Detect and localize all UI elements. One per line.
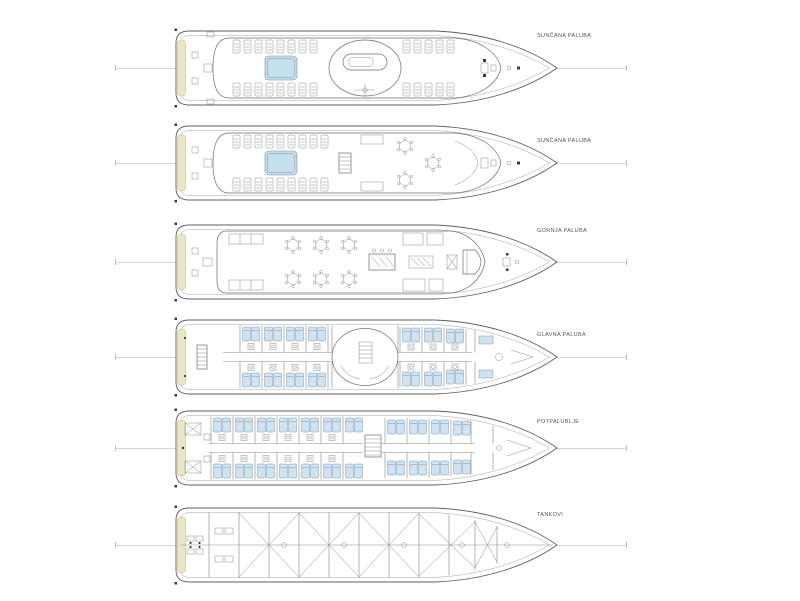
manholes	[281, 542, 510, 548]
stern-machinery	[181, 422, 211, 474]
superstructure	[212, 132, 502, 194]
deck-plan-tanks	[174, 505, 558, 585]
cabin-partitions	[239, 325, 476, 389]
wheel-console	[462, 249, 482, 275]
bow-gear	[480, 157, 520, 169]
bar-counter	[368, 248, 396, 271]
tank-cross-bracing	[238, 512, 498, 578]
stern-pad	[177, 419, 186, 477]
stern-pumps	[186, 527, 234, 563]
stern-deck-gear	[191, 51, 213, 85]
deck-label: GORNJA PALUBA	[537, 228, 587, 234]
deck-row-main-deck: GLAVNA PALUBA	[0, 312, 800, 402]
deck-label: TANKOVI	[537, 512, 564, 518]
corridor	[223, 352, 472, 362]
stern-pad	[177, 134, 186, 192]
pool	[264, 150, 298, 176]
deck-label: POTPALUBLJE	[537, 419, 580, 425]
stairwell	[364, 434, 382, 458]
pump-dots	[189, 541, 201, 549]
deck-plan-main-deck	[174, 317, 558, 397]
galley	[402, 232, 458, 292]
deck-plan-sun-deck	[174, 123, 558, 203]
stern-pad	[177, 328, 186, 386]
deck-row-sun-deck: SUNČANA PALUBA	[0, 118, 800, 208]
bow-store	[496, 439, 532, 457]
corridor	[209, 443, 475, 453]
bow-gear	[480, 59, 520, 77]
tank-bulkheads	[208, 512, 498, 578]
settees	[228, 233, 264, 291]
cabin-bathrooms	[218, 434, 336, 462]
deck-row-sun-deck-top: SUNČANA PALUBA	[0, 23, 800, 113]
stern-deck-gear	[191, 247, 213, 277]
cabin-partitions	[210, 416, 494, 480]
side-stairs	[206, 31, 215, 105]
deck-label: GLAVNA PALUBA	[537, 332, 586, 338]
bow-gear	[502, 253, 520, 271]
deckhouse	[216, 230, 486, 294]
pool	[264, 55, 298, 81]
stern-pad	[177, 233, 186, 291]
central-lobby	[331, 328, 399, 386]
deck-plan-lower-deck	[174, 408, 558, 488]
sofa	[454, 140, 479, 186]
deck-row-lower-deck: POTPALUBLJE	[0, 403, 800, 493]
deck-label: SUNČANA PALUBA	[537, 33, 592, 39]
tender-boat	[342, 53, 388, 71]
tender-platform	[328, 39, 402, 97]
stern-pad	[177, 39, 186, 97]
cabin-bathrooms	[247, 343, 459, 371]
stairwell	[338, 152, 352, 174]
stern-stair	[183, 336, 208, 378]
crane-mast	[355, 84, 375, 96]
deck-plan-sun-deck-top	[174, 28, 558, 108]
deck-label: SUNČANA PALUBA	[537, 138, 592, 144]
deck-plan-upper-deck	[174, 222, 558, 302]
galley-counters	[360, 134, 384, 192]
crew-bow-area	[478, 335, 534, 379]
deck-row-upper-deck: GORNJA PALUBA	[0, 217, 800, 307]
deck-row-tanks: TANKOVI	[0, 500, 800, 590]
stern-deck-gear	[191, 146, 213, 180]
